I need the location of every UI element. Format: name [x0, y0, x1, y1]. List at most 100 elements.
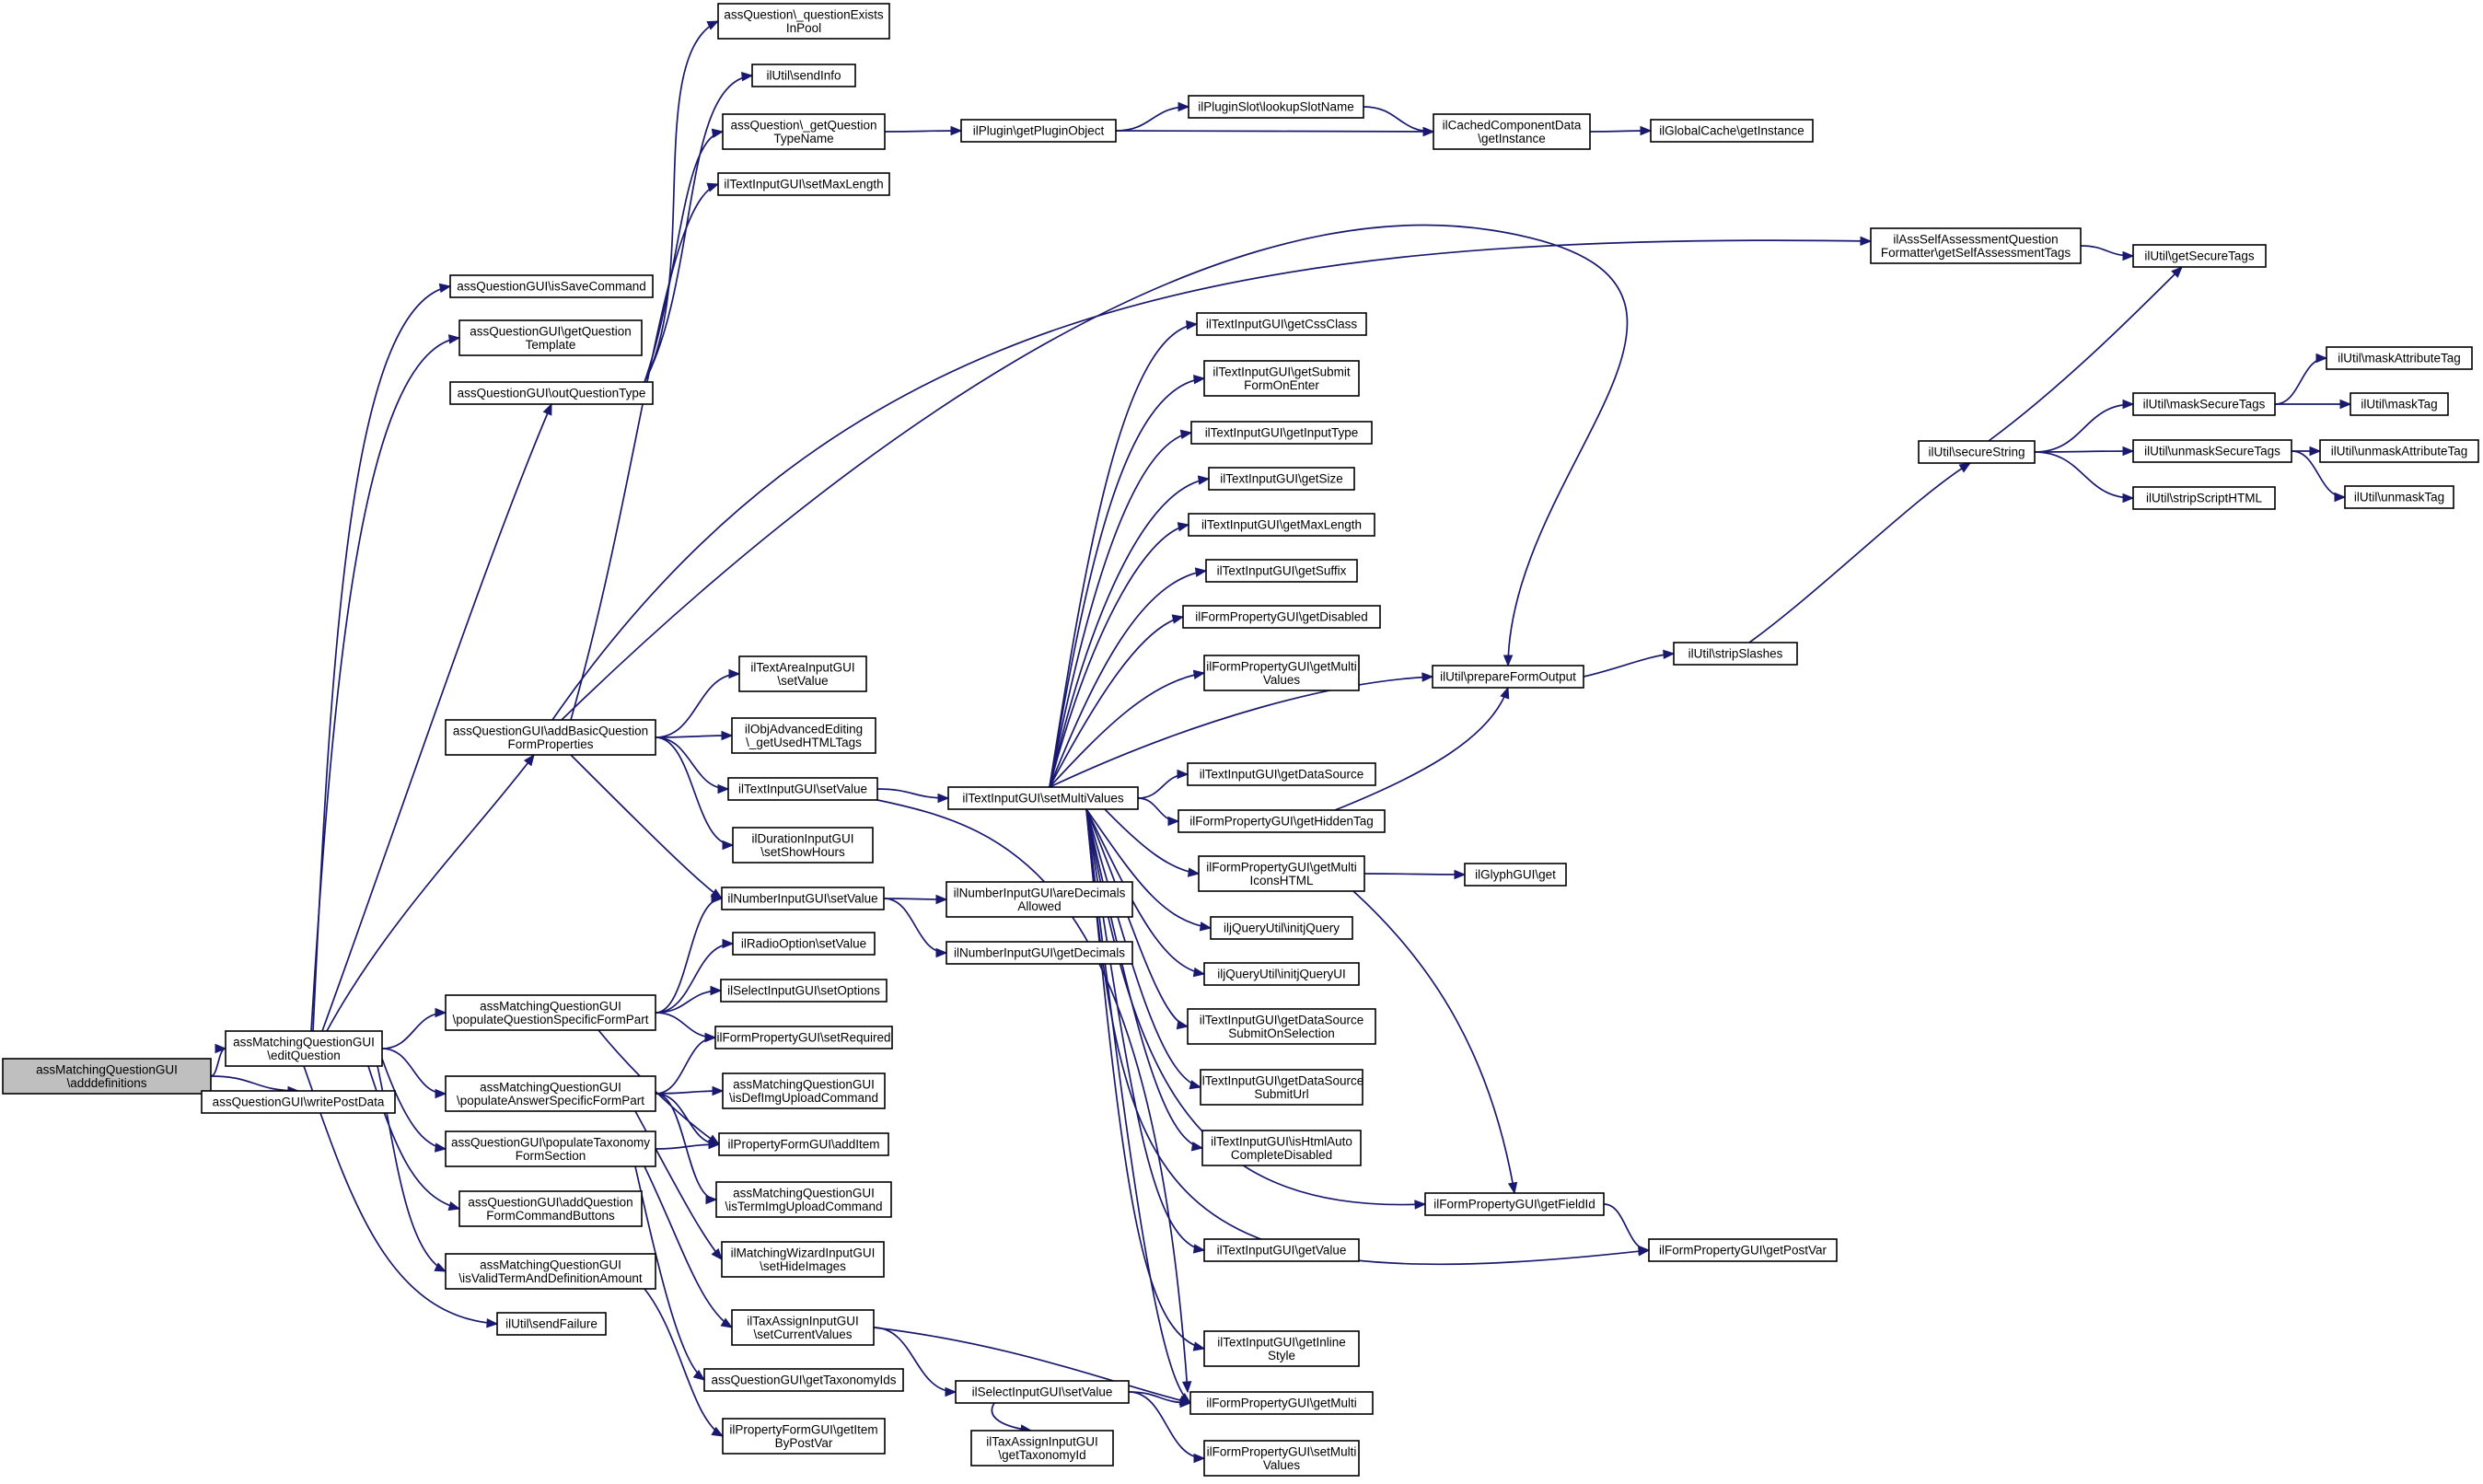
edge-arrowhead — [1192, 669, 1206, 679]
node-populate-taxonomy-form-section[interactable]: assQuestionGUI\populateTaxonomyFormSecti… — [445, 1130, 656, 1167]
node-get-value[interactable]: ilTextInputGUI\getValue — [1203, 1238, 1360, 1262]
node-get-data-source-submit-on-selection[interactable]: ilTextInputGUI\getDataSourceSubmitOnSele… — [1187, 1008, 1376, 1045]
edge-arrowhead — [1638, 1245, 1651, 1256]
node-strip-script-html[interactable]: ilUtil\stripScriptHTML — [2132, 486, 2276, 510]
node-get-field-id[interactable]: ilFormPropertyGUI\getFieldId — [1424, 1192, 1605, 1216]
node-mask-secure-tags[interactable]: ilUtil\maskSecureTags — [2132, 392, 2276, 416]
node-glyph-get[interactable]: ilGlyphGUI\get — [1464, 863, 1567, 887]
node-get-used-htmltags[interactable]: ilObjAdvancedEditing\_getUsedHTMLTags — [731, 717, 876, 754]
node-add-question-form-command-buttons[interactable]: assQuestionGUI\addQuestionFormCommandBut… — [458, 1190, 643, 1227]
node-populate-question-specific-form-part[interactable]: assMatchingQuestionGUI\populateQuestionS… — [445, 994, 656, 1031]
node-box — [1196, 312, 1367, 336]
node-set-show-hours[interactable]: ilDurationInputGUI\setShowHours — [732, 827, 874, 864]
edge-add-basic-question-form-properties-to-get-self-assessment-tags — [551, 236, 1873, 721]
node-write-post-data[interactable]: assQuestionGUI\writePostData — [201, 1090, 396, 1114]
node-out-question-type[interactable]: assQuestionGUI\outQuestionType — [449, 381, 654, 405]
node-get-data-source[interactable]: ilTextInputGUI\getDataSource — [1187, 762, 1376, 786]
edge-arrowhead — [1197, 475, 1211, 485]
node-add-basic-question-form-properties[interactable]: assQuestionGUI\addBasicQuestionFormPrope… — [445, 719, 656, 756]
node-box — [449, 274, 654, 298]
node-set-max-length[interactable]: ilTextInputGUI\setMaxLength — [717, 172, 890, 196]
node-label: \isTermImgUploadCommand — [725, 1200, 882, 1213]
node-set-hide-images[interactable]: ilMatchingWizardInputGUI\setHideImages — [721, 1241, 885, 1278]
node-get-css-class[interactable]: ilTextInputGUI\getCssClass — [1196, 312, 1367, 336]
node-send-failure[interactable]: ilUtil\sendFailure — [496, 1312, 607, 1336]
node-set-options[interactable]: ilSelectInputGUI\setOptions — [720, 979, 888, 1003]
node-label: ilTextAreaInputGUI — [750, 660, 854, 674]
node-prepare-form-output[interactable]: ilUtil\prepareFormOutput — [1432, 665, 1584, 689]
node-get-taxonomy-ids[interactable]: assQuestionGUI\getTaxonomyIds — [703, 1368, 904, 1392]
node-ta-set-value[interactable]: ilTextAreaInputGUI\setValue — [738, 655, 867, 692]
node-mask-tag[interactable]: ilUtil\maskTag — [2350, 392, 2449, 416]
node-unmask-attribute-tag[interactable]: ilUtil\unmaskAttributeTag — [2319, 439, 2479, 463]
edge-line — [1748, 462, 1971, 643]
node-get-multi[interactable]: ilFormPropertyGUI\getMulti — [1189, 1391, 1374, 1415]
node-get-taxonomy-id[interactable]: ilTaxAssignInputGUI\getTaxonomyId — [970, 1430, 1114, 1467]
edge-arrowhead — [1199, 922, 1212, 932]
node-get-secure-tags[interactable]: ilUtil\getSecureTags — [2132, 244, 2267, 268]
edge-edit-question-to-populate-answer-specific-form-part — [381, 1048, 447, 1099]
edge-add-basic-question-form-properties-to-ta-set-value — [655, 668, 741, 738]
node-ro-set-value[interactable]: ilRadioOption\setValue — [732, 932, 876, 956]
node-get-input-type[interactable]: ilTextInputGUI\getInputType — [1190, 421, 1373, 445]
node-get-suffix[interactable]: ilTextInputGUI\getSuffix — [1205, 559, 1358, 583]
node-secure-string[interactable]: ilUtil\secureString — [1918, 440, 2036, 464]
node-get-size[interactable]: ilTextInputGUI\getSize — [1208, 467, 1355, 491]
node-global-cache-get-instance[interactable]: ilGlobalCache\getInstance — [1650, 119, 1814, 143]
node-get-self-assessment-tags[interactable]: ilAssSelfAssessmentQuestionFormatter\get… — [1870, 227, 2082, 264]
node-get-plugin-object[interactable]: ilPlugin\getPluginObject — [960, 119, 1117, 143]
node-cached-get-instance[interactable]: ilCachedComponentData\getInstance — [1433, 113, 1591, 150]
node-set-multi-values-fp[interactable]: ilFormPropertyGUI\setMultiValues — [1203, 1440, 1360, 1477]
node-get-disabled[interactable]: ilFormPropertyGUI\getDisabled — [1182, 605, 1381, 629]
node-lookup-slot-name[interactable]: ilPluginSlot\lookupSlotName — [1188, 95, 1364, 119]
node-get-decimals[interactable]: ilNumberInputGUI\getDecimals — [946, 941, 1133, 965]
node-label: iljQueryUtil\initjQueryUI — [1217, 968, 1346, 981]
node-label: ilTaxAssignInputGUI — [747, 1314, 859, 1327]
node-add-item[interactable]: ilPropertyFormGUI\addItem — [718, 1132, 889, 1156]
node-set-required[interactable]: ilFormPropertyGUI\setRequired — [714, 1026, 893, 1049]
node-is-term-img-upload-command[interactable]: assMatchingQuestionGUI\isTermImgUploadCo… — [715, 1181, 892, 1218]
node-unmask-secure-tags[interactable]: ilUtil\unmaskSecureTags — [2132, 439, 2292, 463]
edge-edit-question-to-out-question-type — [321, 402, 552, 1032]
node-is-valid-term-and-definition-amount[interactable]: assMatchingQuestionGUI\isValidTermAndDef… — [445, 1253, 656, 1290]
node-box — [1870, 227, 2082, 264]
node-is-html-auto-complete-disabled[interactable]: ilTextInputGUI\isHtmlAutoCompleteDisable… — [1201, 1130, 1362, 1166]
node-initj-query[interactable]: iljQueryUtil\initjQuery — [1210, 916, 1353, 940]
node-send-info[interactable]: ilUtil\sendInfo — [751, 64, 856, 87]
node-get-post-var[interactable]: ilFormPropertyGUI\getPostVar — [1648, 1238, 1838, 1262]
node-get-max-length[interactable]: ilTextInputGUI\getMaxLength — [1188, 513, 1375, 537]
node-box — [1201, 1130, 1362, 1166]
node-is-save-command[interactable]: assQuestionGUI\isSaveCommand — [449, 274, 654, 298]
node-sel-set-value[interactable]: ilSelectInputGUI\setValue — [955, 1380, 1130, 1404]
node-label: ilObjAdvancedEditing — [745, 722, 863, 736]
node-get-hidden-tag[interactable]: ilFormPropertyGUI\getHiddenTag — [1178, 809, 1386, 833]
edge-get-plugin-object-to-cached-get-instance — [1115, 126, 1435, 137]
node-edit-question[interactable]: assMatchingQuestionGUI\editQuestion — [225, 1030, 383, 1067]
node-initj-query-ui[interactable]: iljQueryUtil\initjQueryUI — [1203, 962, 1360, 986]
edge-set-multi-values-to-initj-query-ui — [1085, 808, 1206, 978]
node-ni-set-value[interactable]: ilNumberInputGUI\setValue — [721, 887, 885, 910]
node-is-def-img-upload-command[interactable]: assMatchingQuestionGUI\isDefImgUploadCom… — [722, 1072, 886, 1109]
node-strip-slashes[interactable]: ilUtil\stripSlashes — [1673, 642, 1798, 666]
node-unmask-tag[interactable]: ilUtil\unmaskTag — [2344, 485, 2454, 509]
node-label: assMatchingQuestionGUI — [233, 1035, 375, 1049]
node-mask-attribute-tag[interactable]: ilUtil\maskAttributeTag — [2326, 346, 2473, 370]
node-populate-answer-specific-form-part[interactable]: assMatchingQuestionGUI\populateAnswerSpe… — [445, 1075, 656, 1112]
edge-get-hidden-tag-to-prepare-form-output — [1334, 686, 1510, 811]
node-box — [2132, 244, 2267, 268]
node-set-multi-values[interactable]: ilTextInputGUI\setMultiValues — [947, 786, 1139, 810]
node-root[interactable]: assMatchingQuestionGUI\adddefinitions — [2, 1058, 212, 1095]
node-set-current-values[interactable]: ilTaxAssignInputGUI\setCurrentValues — [731, 1309, 875, 1346]
node-label: ilUtil\unmaskAttributeTag — [2331, 445, 2468, 458]
node-ti-set-value[interactable]: ilTextInputGUI\setValue — [727, 777, 878, 801]
